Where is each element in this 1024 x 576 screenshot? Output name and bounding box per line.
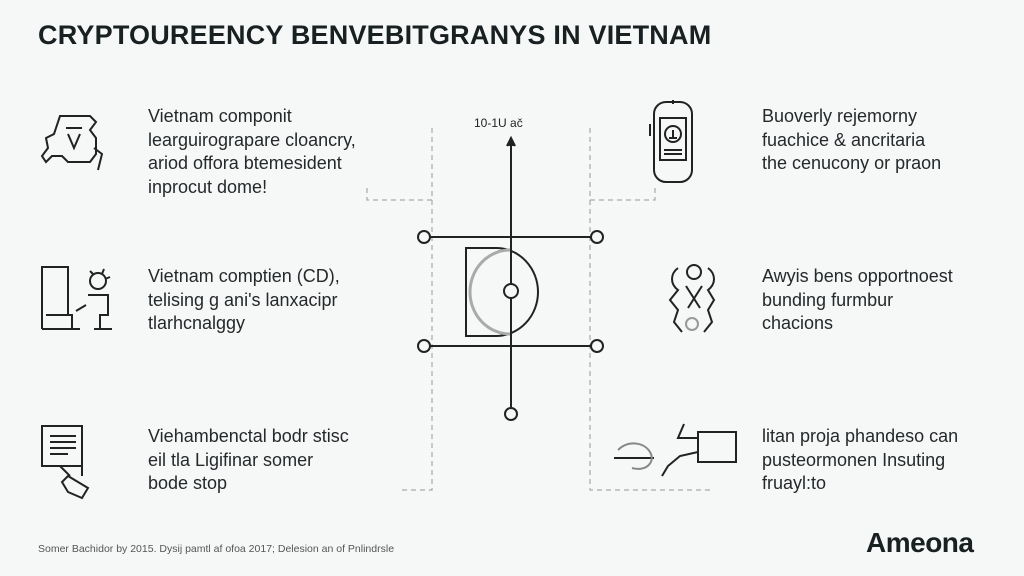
node-circle bbox=[503, 283, 519, 299]
diagram-label: 10-1U ač bbox=[474, 116, 523, 130]
text-line: Viehambenctal bodr stisc bbox=[148, 426, 349, 446]
left-item-2: Vietnam comptien (CD), telising g ani's … bbox=[148, 265, 340, 336]
text-line: fuachice & ancritaria bbox=[762, 129, 926, 150]
text-line: litan proja phandeso can bbox=[762, 426, 959, 446]
right-item-3: litan proja phandeso can pusteormonen In… bbox=[762, 425, 958, 496]
arc-shadow bbox=[468, 248, 511, 336]
people-network-icon bbox=[668, 264, 716, 333]
text-line: Vietnam comptien (CD), bbox=[148, 266, 340, 286]
text-line: Buoverly rejemorny bbox=[762, 106, 918, 126]
left-item-3: Viehambenctal bodr stisc eil tla Ligifin… bbox=[148, 425, 349, 496]
node-circle bbox=[504, 407, 518, 421]
text-line: bode stop bbox=[148, 473, 228, 493]
left-item-1: Vietnam componit learguirograpare cloanc… bbox=[148, 105, 356, 199]
mobile-device-icon bbox=[649, 100, 693, 183]
text-line: telising g ani's lanxacipr bbox=[148, 289, 338, 310]
document-handshake-icon bbox=[41, 425, 90, 500]
brand-logo: Ameona bbox=[866, 527, 974, 558]
text-line: pusteormonen Insuting bbox=[762, 449, 946, 470]
map-icon bbox=[40, 115, 104, 171]
text-line: inprocut dome! bbox=[148, 176, 268, 197]
node-circle bbox=[417, 339, 431, 353]
text-line: ariod offora btemesident bbox=[148, 153, 342, 173]
page-title: CRYPTOUREENCY BENVEBITGRANYS IN VIETNAM bbox=[38, 20, 712, 50]
text-line: eil tla Ligifinar somer bbox=[148, 449, 314, 470]
node-circle bbox=[590, 230, 604, 244]
person-at-desk-icon bbox=[41, 266, 112, 330]
d-shape bbox=[465, 247, 539, 337]
hand-payment-icon bbox=[614, 423, 737, 477]
node-circle bbox=[590, 339, 604, 353]
text-line: Vietnam componit bbox=[148, 106, 292, 126]
dashed-guides bbox=[366, 128, 712, 491]
node-circle bbox=[417, 230, 431, 244]
text-line: bunding furmbur bbox=[762, 289, 894, 310]
text-line: tlarhcnalggy bbox=[148, 313, 246, 333]
text-line: the cenucony or praon bbox=[762, 153, 942, 173]
text-line: Awyis bens opportnoest bbox=[762, 266, 953, 286]
text-line: fruayl:to bbox=[762, 473, 827, 493]
text-line: chacions bbox=[762, 313, 834, 333]
text-line: learguirograpare cloancry, bbox=[148, 129, 356, 150]
right-item-1: Buoverly rejemorny fuachice & ancritaria… bbox=[762, 105, 941, 176]
footer-note: Somer Bachidor by 2015. Dysij pamtl af o… bbox=[38, 543, 395, 555]
right-item-2: Awyis bens opportnoest bunding furmbur c… bbox=[762, 265, 953, 336]
